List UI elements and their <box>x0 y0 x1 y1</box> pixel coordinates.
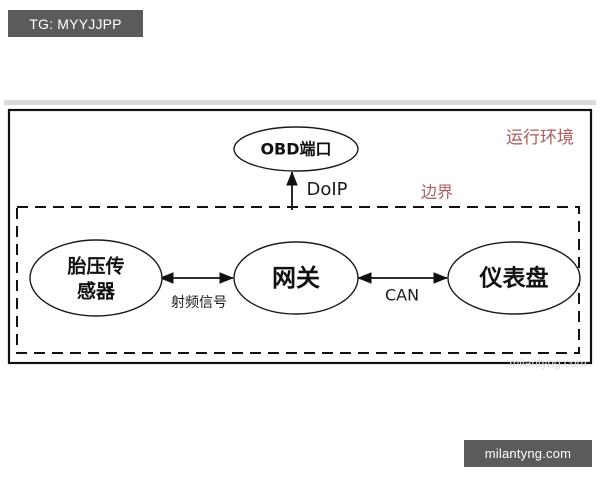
node-obd-port[interactable]: OBD端口 <box>233 126 359 172</box>
edge-label-can: CAN <box>385 286 419 305</box>
node-instrument-cluster-label: 仪表盘 <box>479 265 549 292</box>
node-tpms-sensor-label-line1: 胎压传 <box>67 255 124 278</box>
node-obd-port-label: OBD端口 <box>260 140 331 159</box>
zone-label-runtime: 运行环境 <box>506 128 574 148</box>
edge-label-rf-signal: 射频信号 <box>171 295 227 311</box>
node-gateway-shape <box>233 241 359 315</box>
runtime-environment-box <box>7 108 593 365</box>
ghost-watermark: milantyng.com <box>509 356 586 370</box>
watermark-bottom-right: milantyng.com <box>464 440 592 467</box>
node-obd-port-shape <box>233 126 359 172</box>
top-gray-band <box>4 100 596 105</box>
node-instrument-cluster[interactable]: 仪表盘 <box>447 241 581 315</box>
node-gateway[interactable]: 网关 <box>233 241 359 315</box>
node-gateway-label: 网关 <box>272 264 320 292</box>
node-tpms-sensor-shape <box>29 239 163 317</box>
watermark-top-left: TG: MYYJJPP <box>8 10 143 37</box>
zone-label-boundary: 边界 <box>421 183 453 202</box>
edge-label-doip: DoIP <box>306 179 347 200</box>
node-tpms-sensor[interactable]: 胎压传 感器 <box>29 239 163 317</box>
node-instrument-cluster-shape <box>447 241 581 315</box>
node-tpms-sensor-label-line2: 感器 <box>77 280 116 303</box>
